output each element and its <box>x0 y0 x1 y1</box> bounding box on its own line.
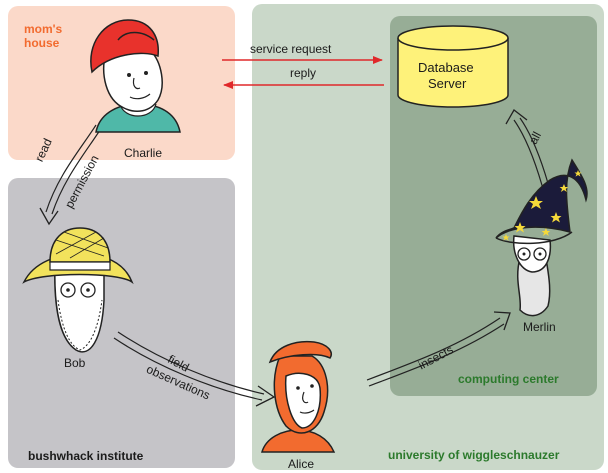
bushwhack-institute-label: bushwhack institute <box>28 449 144 463</box>
database-server-icon <box>397 25 509 108</box>
bushwhack-institute-region <box>8 178 235 468</box>
university-label: university of wiggleschnauzer <box>388 448 560 462</box>
bob-label: Bob <box>64 356 86 370</box>
moms-house-label: mom's house <box>24 22 63 50</box>
computing-center-label: computing center <box>458 372 559 386</box>
read-permission-arrow <box>39 124 103 226</box>
alice-label: Alice <box>288 457 315 471</box>
alice-figure-icon <box>261 340 336 453</box>
database-label-line2: Server <box>428 76 467 91</box>
charlie-figure-icon <box>90 19 181 133</box>
merlin-label: Merlin <box>523 320 556 334</box>
merlin-figure-icon <box>495 158 588 317</box>
field-observations-arrow <box>113 331 276 407</box>
all-arrow <box>505 109 552 197</box>
service-request-label: service request <box>250 42 332 56</box>
reply-label: reply <box>290 66 317 80</box>
insects-arrow <box>366 311 511 387</box>
charlie-label: Charlie <box>124 146 163 160</box>
database-label-line1: Database <box>418 60 474 75</box>
bob-figure-icon <box>22 227 134 353</box>
